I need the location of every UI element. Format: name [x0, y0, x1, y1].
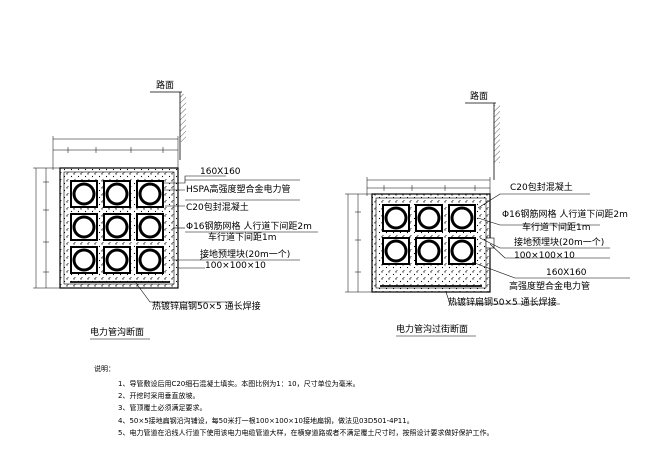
left-road-label: 路面: [156, 79, 174, 91]
right-callout-grounding-size: 100×100×10: [514, 251, 575, 261]
left-pipe-2-1: [103, 246, 131, 274]
right-callout-flat-steel: 热镀锌扁钢50×5 通长焊接: [448, 296, 557, 308]
right-caption: 电力管沟过街断面: [396, 323, 468, 335]
right-callout-rebar: Φ16钢筋网格 人行道下间距2m: [502, 208, 628, 220]
right-callout-rebar-spacing: 车行道下间距1m: [522, 221, 591, 233]
right-pipe-0-0: [382, 204, 410, 232]
right-side-dimensions: [345, 193, 372, 293]
left-pipe-0-1: [103, 180, 131, 208]
left-pipe-1-2: [136, 213, 164, 241]
notes-item-3: 3、管顶覆土必须满足要求。: [118, 403, 206, 412]
left-pipe-2-2: [136, 246, 164, 274]
right-ground-hatch: [494, 105, 500, 163]
left-side-dimensions: [33, 167, 60, 289]
left-section: 路面: [33, 79, 318, 340]
left-leaders: [135, 175, 318, 303]
right-callout-pipe-size: 160X160: [546, 268, 587, 278]
notes-item-2: 2、开挖时采用垂直放坡。: [118, 391, 199, 400]
left-callout-grounding-size: 100×100×10: [205, 261, 266, 271]
left-ground-hatch: [180, 94, 186, 142]
left-callout-rebar: Φ16钢筋网格 人行道下间距2m: [186, 220, 312, 232]
notes-item-4: 4、50×5接地扁钢沿沟铺设，每50米打一根100×100×10接地扁钢，做法见…: [118, 416, 414, 425]
notes-block: 说明： 1、导管敷设后用C20细石混凝土填实。本图比例为1：10，尺寸单位为毫米…: [94, 364, 493, 437]
notes-item-1: 1、导管敷设后用C20细石混凝土填实。本图比例为1：10，尺寸单位为毫米。: [118, 379, 360, 388]
left-callout-flat-steel: 热镀锌扁钢50×5 通长焊接: [152, 300, 261, 312]
right-leaders: [445, 193, 630, 305]
left-caption: 电力管沟断面: [90, 326, 144, 338]
left-callout-pipe-material: HSPA高强度塑合金电力管: [186, 183, 291, 195]
left-pipe-1-1: [103, 213, 131, 241]
notes-item-5: 5、电力管道在沿线人行道下使用该电力电缆管道大样，在横穿道路或者不满足覆土尺寸时…: [118, 428, 493, 437]
right-pipe-1-1: [415, 237, 443, 265]
right-pipe-0-2: [448, 204, 476, 232]
left-pipe-2-0: [70, 246, 98, 274]
notes-title: 说明：: [94, 364, 115, 373]
left-pipe-0-2: [136, 180, 164, 208]
right-top-dimensions: [366, 177, 491, 196]
right-pipe-1-2: [448, 237, 476, 265]
right-road-label: 路面: [470, 90, 488, 102]
right-callout-pipe-material: 高强度塑合金电力管: [509, 280, 590, 292]
left-pipe-0-0: [70, 180, 98, 208]
right-pipe-grid: [382, 204, 476, 265]
right-pipe-1-0: [382, 237, 410, 265]
right-section: 路面: [345, 90, 630, 337]
left-top-dimensions: [52, 136, 179, 170]
left-callout-concrete: C20包封混凝土: [186, 201, 249, 213]
left-callout-rebar-spacing: 车行道下间距1m: [208, 231, 277, 243]
right-callout-grounding-block: 接地预埋块(20m一个): [514, 236, 604, 248]
left-pipe-1-0: [70, 213, 98, 241]
left-callout-pipe-size: 160X160: [200, 167, 241, 177]
left-pipe-grid: [70, 180, 164, 274]
left-callout-grounding-block: 接地预埋块(20m一个): [200, 248, 290, 260]
right-callout-concrete: C20包封混凝土: [510, 181, 573, 193]
right-pipe-0-1: [415, 204, 443, 232]
